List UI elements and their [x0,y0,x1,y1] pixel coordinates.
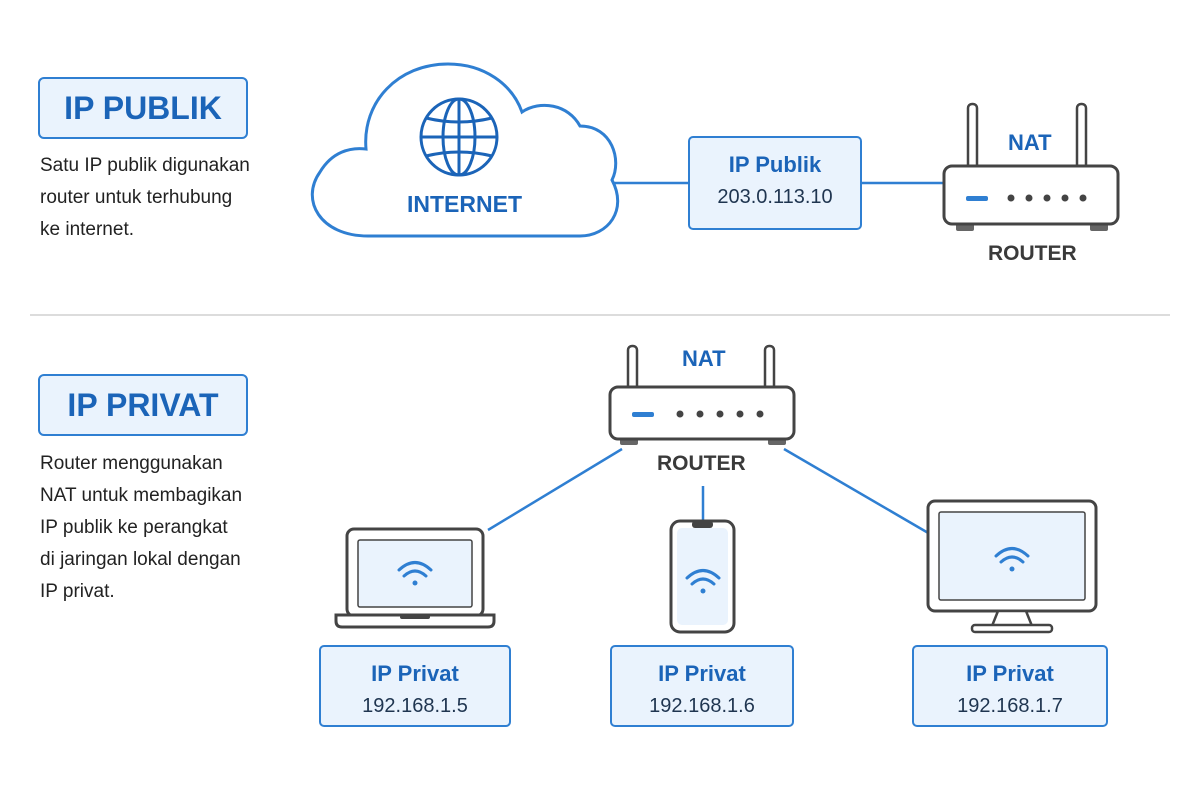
router-icon-private [608,344,796,445]
description-line: ke internet. [40,219,134,240]
private-ip-value: 192.168.1.6 [649,695,755,717]
private-ip-value: 192.168.1.7 [957,695,1063,717]
private-ip-box-laptop: IP Privat 192.168.1.5 [319,645,511,727]
public-description: Satu IP publik digunakan router untuk te… [40,150,250,246]
wifi-icon-laptop [397,561,433,586]
laptop-icon [334,527,496,629]
wifi-icon-desktop [994,547,1030,572]
description-line: router untuk terhubung [40,187,233,208]
router-label-private: ROUTER [657,452,746,475]
private-ip-box-phone: IP Privat 192.168.1.6 [610,645,794,727]
description-line: NAT untuk membagikan [40,485,243,506]
section-divider [30,314,1170,316]
public-ip-title: IP Publik [728,152,822,177]
description-line: di jaringan lokal dengan [40,549,241,570]
description-line: IP publik ke perangkat [40,517,228,538]
private-ip-title: IP Privat [966,661,1054,686]
wifi-icon-phone [685,569,721,594]
connection-line-router-desktop [783,447,931,536]
router-icon-public [942,102,1120,231]
private-ip-box-desktop: IP Privat 192.168.1.7 [912,645,1108,727]
private-description: Router menggunakan NAT untuk membagikan … [40,448,242,608]
internet-label: INTERNET [407,191,522,217]
cloud-icon [310,62,620,238]
nat-label-public: NAT [1008,130,1052,155]
nat-label-private: NAT [682,346,726,371]
section-title-ip-publik: IP PUBLIK [38,77,248,139]
globe-icon [419,97,499,177]
connection-line-router-laptop [487,447,623,532]
description-line: IP privat. [40,581,115,602]
description-line: Satu IP publik digunakan [40,155,250,176]
private-ip-title: IP Privat [658,661,746,686]
smartphone-icon [669,519,736,634]
section-title-ip-privat: IP PRIVAT [38,374,248,436]
public-ip-value: 203.0.113.10 [717,186,833,208]
public-ip-box: IP Publik 203.0.113.10 [688,136,862,230]
description-line: Router menggunakan [40,453,223,474]
private-ip-value: 192.168.1.5 [362,695,468,717]
router-label-public: ROUTER [988,242,1077,265]
private-ip-title: IP Privat [371,661,459,686]
